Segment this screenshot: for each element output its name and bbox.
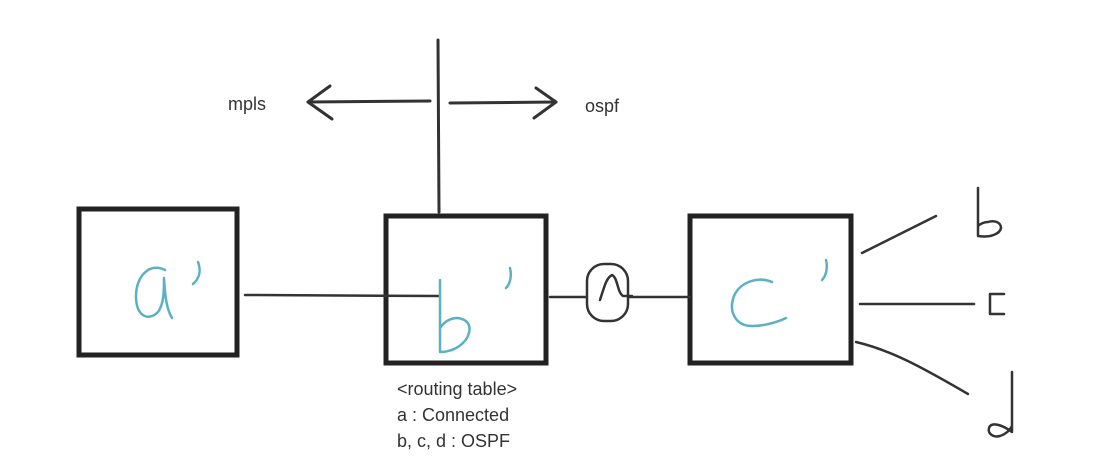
node-b-box [383,213,549,366]
link-a-b [243,293,442,298]
endpoint-d-handwriting [987,370,1014,438]
ospf-arrow [448,86,558,120]
routing-table-title: <routing table> [397,379,517,399]
ospf-label: ospf [585,96,620,116]
node-a-label: a' [150,299,152,301]
mpls-arrow [306,84,432,121]
node-a-handwriting [134,260,201,320]
endpoint-c-handwriting [988,292,1006,316]
endpoint-d-label: d [1000,419,1001,421]
endpoint-b-label: b [985,214,986,216]
node-a-box [76,206,240,358]
node-b-handwriting [438,266,513,354]
link-marker: A [585,262,634,323]
divider-line [436,38,441,214]
routing-table-row: b, c, d : OSPF [397,431,510,451]
endpoint-c-label: c [995,304,996,306]
node-c-handwriting [730,258,829,328]
routing-table: <routing table> a : Connected b, c, d : … [397,379,517,451]
mpls-label: mpls [228,94,266,114]
link-c-b [860,214,938,255]
endpoint-b-handwriting [976,186,1003,238]
link-c-d [854,340,970,396]
node-c-label: c' [760,304,762,306]
node-c-box [687,213,854,366]
routing-table-row: a : Connected [397,405,509,425]
